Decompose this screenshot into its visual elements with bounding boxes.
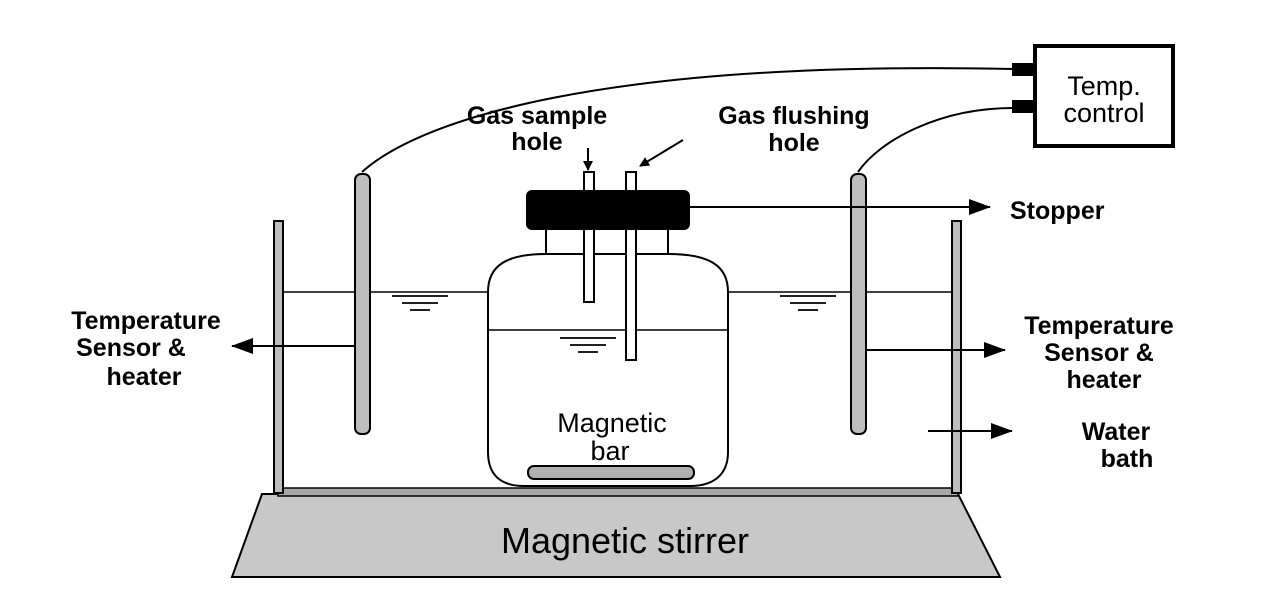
wire-right (857, 107, 1014, 173)
water-bath-left-wall (273, 220, 284, 494)
temp-control-box (1033, 44, 1175, 148)
label-magnetic-bar-line1: Magnetic (557, 408, 667, 438)
label-temp-sensor-right-line1: Temperature (1024, 312, 1174, 340)
stopper (526, 190, 690, 230)
water-bath-right-wall (951, 220, 962, 494)
gas-sample-tube (583, 171, 595, 303)
heater-rod-left (354, 173, 371, 435)
arrow-gas-flushing (639, 139, 684, 167)
label-temp-sensor-left-line1: Temperature (71, 307, 221, 335)
reaction-bottle (487, 253, 729, 487)
label-gas-sample-line2: hole (511, 128, 562, 156)
label-temp-sensor-right-line2: Sensor & (1044, 339, 1154, 367)
label-water-bath-line2: bath (1101, 445, 1154, 473)
water-bath-floor (277, 487, 959, 497)
gas-flushing-tube (625, 171, 637, 361)
wire-left (361, 67, 1014, 173)
magnetic-bar (527, 465, 695, 480)
water-level-symbol-bottle (560, 337, 616, 353)
label-water-bath-line1: Water (1082, 418, 1151, 446)
label-magnetic-stirrer: Magnetic stirrer (501, 520, 749, 561)
label-gas-sample-line1: Gas sample (467, 102, 607, 130)
label-stopper: Stopper (1010, 197, 1105, 225)
temp-control-connector-top (1012, 63, 1036, 76)
temp-control-connector-bottom (1012, 100, 1036, 113)
heater-rod-right (850, 173, 867, 435)
bottle-neck (545, 225, 669, 255)
label-temp-sensor-left-line3: heater (106, 363, 181, 391)
label-temp-control-line1: Temp. (1067, 71, 1141, 101)
label-temp-sensor-right-line3: heater (1066, 366, 1141, 394)
label-temp-control-line2: control (1063, 98, 1144, 128)
label-gas-flushing-line2: hole (768, 129, 819, 157)
label-gas-flushing-line1: Gas flushing (718, 102, 869, 130)
label-temp-sensor-left-line2: Sensor & (76, 334, 186, 362)
label-magnetic-bar-line2: bar (590, 436, 629, 466)
water-level-symbol-left (392, 295, 448, 311)
water-level-symbol-right (780, 295, 836, 311)
